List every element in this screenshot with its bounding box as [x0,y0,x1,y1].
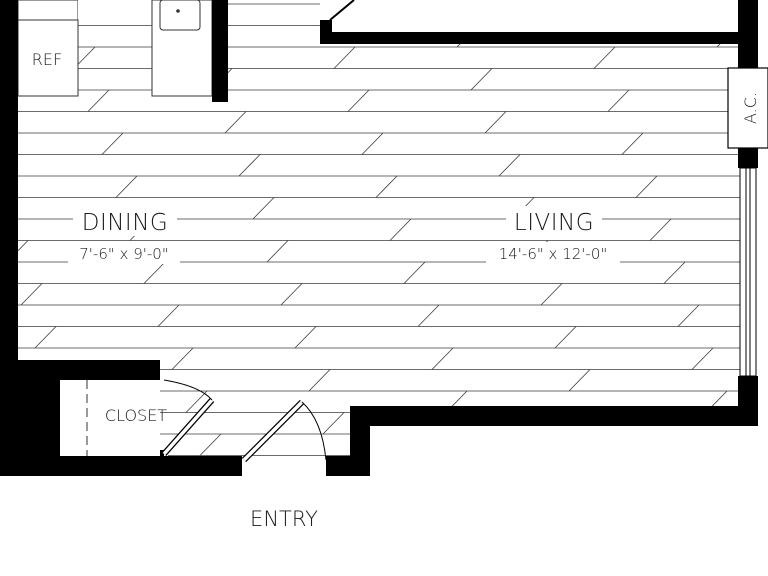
walls [0,0,758,476]
floor-board-joint [115,175,138,198]
floor-board-joint [101,132,124,155]
floor-board-joint [691,347,714,370]
sink-drain-icon [176,9,180,13]
entry-door[interactable] [241,399,327,476]
floor-board-joint [389,218,412,241]
ac-label: A.C. [741,92,760,124]
floor-board-joint [607,89,630,112]
window [739,167,757,377]
entry-label: ENTRY [250,507,318,531]
floor-board-joint [238,154,261,177]
floor-board-joint [266,240,289,263]
living-room-name: LIVING [514,210,594,236]
floor-board-joint [252,197,275,220]
floor-board-joint [593,46,616,69]
floor-board-joint [199,433,222,456]
floor-board-joint [20,283,43,306]
living-room-dimensions: 14'-6" x 12'-0" [499,245,608,263]
floor-board-joint [375,175,398,198]
floor-board-joint [18,240,29,263]
closet-label: CLOSET [105,406,167,425]
dining-room-dimensions: 7'-6" x 9'-0" [79,245,168,263]
closet [60,379,215,456]
floor-board-joint [649,218,672,241]
floor-board-joint [540,283,563,306]
sink [159,0,201,31]
floor-board-joint [621,132,644,155]
floor-board-joint [459,433,482,456]
room-labels: DINING 7'-6" x 9'-0" LIVING 14'-6" x 12'… [32,50,620,531]
floor-board-joint [322,412,345,435]
floor-board-joint [87,89,110,112]
floor-board-joint [470,68,493,91]
floor-board-joint [157,304,180,327]
floor-board-joint [484,111,507,134]
floor-board-joint [719,433,740,456]
floor-board-joint [498,154,521,177]
refrigerator-label: REF [32,50,62,69]
floor-board-joint [34,326,57,349]
floor-board-joint [308,369,331,392]
floor-board-joint [403,261,426,284]
floor-board-joint [579,3,602,26]
floor-board-joint [596,455,619,462]
floor-board-joint [347,89,370,112]
floor-board-joint [663,261,686,284]
air-conditioner-unit: A.C. [727,67,768,149]
floor-board-joint [635,175,658,198]
floor-board-joint [294,326,317,349]
floor-board-joint [431,347,454,370]
floor-board-joint [224,111,247,134]
floor-board-joint [280,283,303,306]
floor-board-joint [677,304,700,327]
floor-board-joint [185,390,208,413]
dining-room-name: DINING [82,210,169,236]
floor-board-joint [333,46,356,69]
floor-board-joint [143,261,166,284]
floor-board-joint [171,347,194,370]
refrigerator [17,19,79,97]
kitchen-fixtures [17,0,213,97]
floor-board-joint [554,326,577,349]
floor-board-joint [568,369,591,392]
floor-board-joint [417,304,440,327]
floor-board-joint [759,155,768,177]
floor-board-joint [361,132,384,155]
